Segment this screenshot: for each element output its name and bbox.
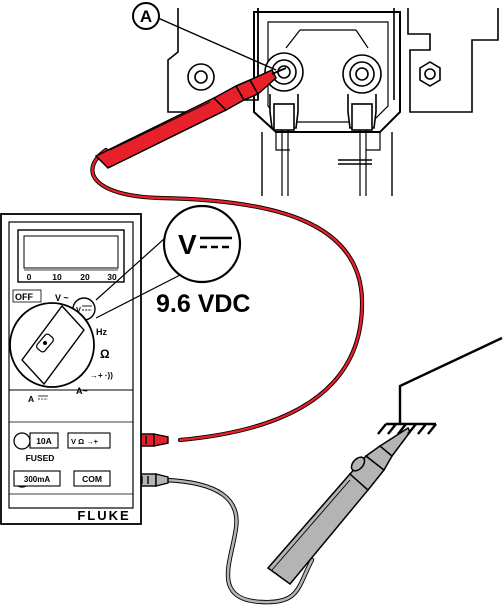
jack-v-ohm[interactable]: V Ω →+ [67, 432, 111, 449]
meter-display [17, 229, 125, 283]
jack-10a-label: 10A [36, 436, 52, 446]
rotary-dial[interactable] [9, 302, 95, 388]
scale-tick-0: 0 [27, 272, 32, 282]
ground-wire [377, 336, 503, 435]
hz-label: Hz [96, 327, 107, 337]
callout-a: A [132, 2, 277, 71]
v-ac-label: V ~ [55, 293, 69, 303]
jack-300ma-label: 300mA [24, 475, 50, 484]
jack-com-label: COM [82, 474, 102, 484]
off-label: OFF [15, 292, 33, 302]
multimeter: 0 10 20 30 OFF V ~ V Hz Ω →+ ·)) A~ [0, 213, 142, 525]
diode-label: →+ ·)) [90, 371, 113, 380]
jack-com[interactable]: COM [73, 470, 111, 487]
zoom-v-symbol: V [178, 229, 197, 260]
mount-bolt-left [187, 63, 215, 91]
red-probe [94, 67, 287, 169]
ohm-label: Ω [100, 347, 110, 361]
scale-tick-20: 20 [80, 272, 90, 282]
a-dc-label: A [28, 394, 34, 404]
display-scale: 0 10 20 30 [27, 272, 117, 282]
callout-a-letter: A [140, 7, 152, 26]
fused-label: FUSED [26, 453, 55, 463]
scale-tick-30: 30 [107, 272, 117, 282]
a-ac-label: A~ [76, 386, 88, 396]
jack-10a[interactable]: 10A [13, 432, 59, 450]
black-probe [266, 426, 411, 586]
zoom-callout: V [95, 204, 242, 319]
black-test-lead [109, 426, 411, 605]
mount-bolt-right [419, 61, 441, 87]
terminal-b [342, 54, 382, 196]
v-dc-label: V [76, 305, 81, 314]
voltage-reading: 9.6 VDC [156, 290, 250, 318]
red-test-lead [90, 67, 365, 448]
brand-logo: FLUKE [77, 508, 130, 523]
scale-tick-10: 10 [52, 272, 62, 282]
jack-v-label: V Ω →+ [71, 437, 99, 446]
jack-300ma[interactable]: 300mA [13, 470, 61, 488]
